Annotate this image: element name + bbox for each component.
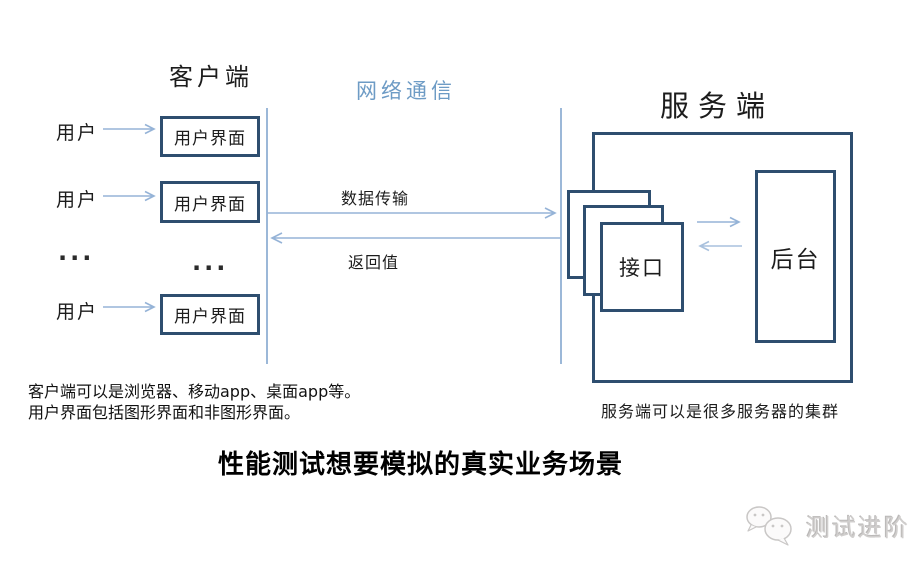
wechat-icon: [746, 506, 792, 546]
ui-box-2: 用户界面: [160, 181, 260, 223]
watermark-brand: 测试进阶: [806, 513, 910, 542]
note-line-2: 用户界面包括图形界面和非图形界面。: [28, 403, 301, 422]
user-arrow-3: [103, 301, 156, 313]
request-label: 数据传输: [341, 189, 410, 208]
user-label-1: 用户: [56, 122, 99, 144]
server-section-title: 服务端: [660, 89, 775, 123]
interface-to-backend-arrow: [697, 216, 741, 228]
network-section-title: 网络通信: [356, 79, 456, 103]
ellipsis-users: ...: [58, 238, 95, 266]
response-label: 返回值: [348, 253, 400, 272]
network-divider-right: [560, 108, 562, 364]
client-section-title: 客户端: [169, 63, 253, 91]
user-arrow-2: [103, 190, 156, 202]
user-arrow-1: [103, 123, 156, 135]
network-divider-left: [266, 108, 268, 364]
backend-to-interface-arrow: [698, 240, 742, 252]
interface-box-front: 接口: [600, 222, 684, 312]
request-arrow: [267, 207, 557, 219]
ui-box-3: 用户界面: [160, 294, 260, 335]
user-label-3: 用户: [56, 301, 99, 323]
main-title: 性能测试想要模拟的真实业务场景: [218, 450, 624, 480]
user-label-2: 用户: [56, 189, 99, 211]
ui-box-1: 用户界面: [160, 116, 260, 157]
server-caption: 服务端可以是很多服务器的集群: [601, 402, 840, 421]
ellipsis-boxes: ...: [192, 248, 229, 276]
watermark: 测试进阶: [742, 502, 910, 548]
note-line-1: 客户端可以是浏览器、移动app、桌面app等。: [28, 382, 361, 401]
response-arrow: [270, 232, 561, 244]
notes-block: 客户端可以是浏览器、移动app、桌面app等。 用户界面包括图形界面和非图形界面…: [28, 381, 360, 423]
backend-box: 后台: [755, 170, 836, 343]
